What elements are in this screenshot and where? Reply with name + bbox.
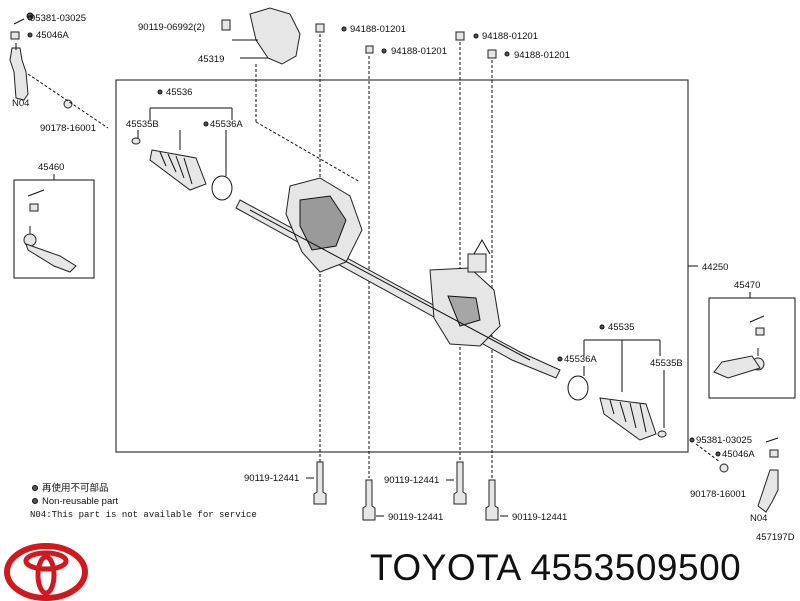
label-94188-2: 94188-01201 [391, 46, 447, 57]
label-n04-tl: N04 [12, 98, 29, 109]
legend-nonreuse: Non-reusable part [42, 496, 118, 507]
label-n04-br: N04 [750, 513, 767, 524]
label-45046a-tl: 45046A [36, 30, 69, 41]
tie-rod-end-left [9, 12, 73, 109]
bolts-90119 [313, 461, 499, 521]
label-bolt-4: 90119-12441 [512, 512, 567, 523]
label-45535b-r: 45535B [650, 358, 683, 369]
label-45470: 45470 [734, 280, 760, 291]
assembly-frame [115, 79, 689, 453]
label-45535b-l: 45535B [126, 119, 159, 130]
label-90178-tl: 90178-16001 [40, 123, 96, 134]
label-95381-br: 95381-03025 [696, 435, 752, 446]
boot-right [567, 375, 667, 441]
part-number: 4553509500 [530, 547, 742, 588]
label-94188-3: 94188-01201 [482, 31, 538, 42]
label-45319: 45319 [198, 54, 224, 65]
label-45535: 45535 [608, 322, 634, 333]
boot-left [131, 137, 233, 201]
brand-name: TOYOTA [370, 547, 520, 588]
legend-reuse-jp: 再使用不可部品 [42, 482, 109, 494]
label-45046a-br: 45046A [722, 449, 755, 460]
label-bolt-3: 90119-12441 [388, 512, 443, 523]
bracket-45319 [221, 7, 301, 65]
inset-box-45470 [708, 297, 796, 399]
label-45536a-r: 45536A [564, 354, 597, 365]
toyota-logo [4, 543, 88, 601]
label-94188-1: 94188-01201 [350, 24, 406, 35]
steering-rack-assembly [235, 177, 561, 379]
label-45536a-l: 45536A [210, 119, 243, 130]
label-bolt-2: 90119-12441 [384, 475, 439, 486]
diagram-id: 457197D [756, 532, 795, 543]
label-45460: 45460 [38, 162, 64, 173]
tie-rod-end-inset-right [713, 315, 765, 379]
brand-caption: TOYOTA 4553509500 [370, 547, 741, 589]
label-90178-br: 90178-16001 [690, 489, 746, 500]
label-bolt-1: 90119-12441 [244, 473, 299, 484]
label-90119-06992: 90119-06992(2) [138, 22, 205, 33]
legend-n04-note: N04:This part is not available for servi… [30, 510, 257, 520]
label-44250: 44250 [702, 262, 728, 273]
label-94188-4: 94188-01201 [514, 50, 570, 61]
label-45536: 45536 [166, 87, 192, 98]
nuts-94188 [315, 23, 497, 59]
tie-rod-end-inset-left [23, 189, 77, 273]
tie-rod-end-right [757, 469, 779, 513]
label-95381-tl: 95381-03025 [30, 13, 86, 24]
